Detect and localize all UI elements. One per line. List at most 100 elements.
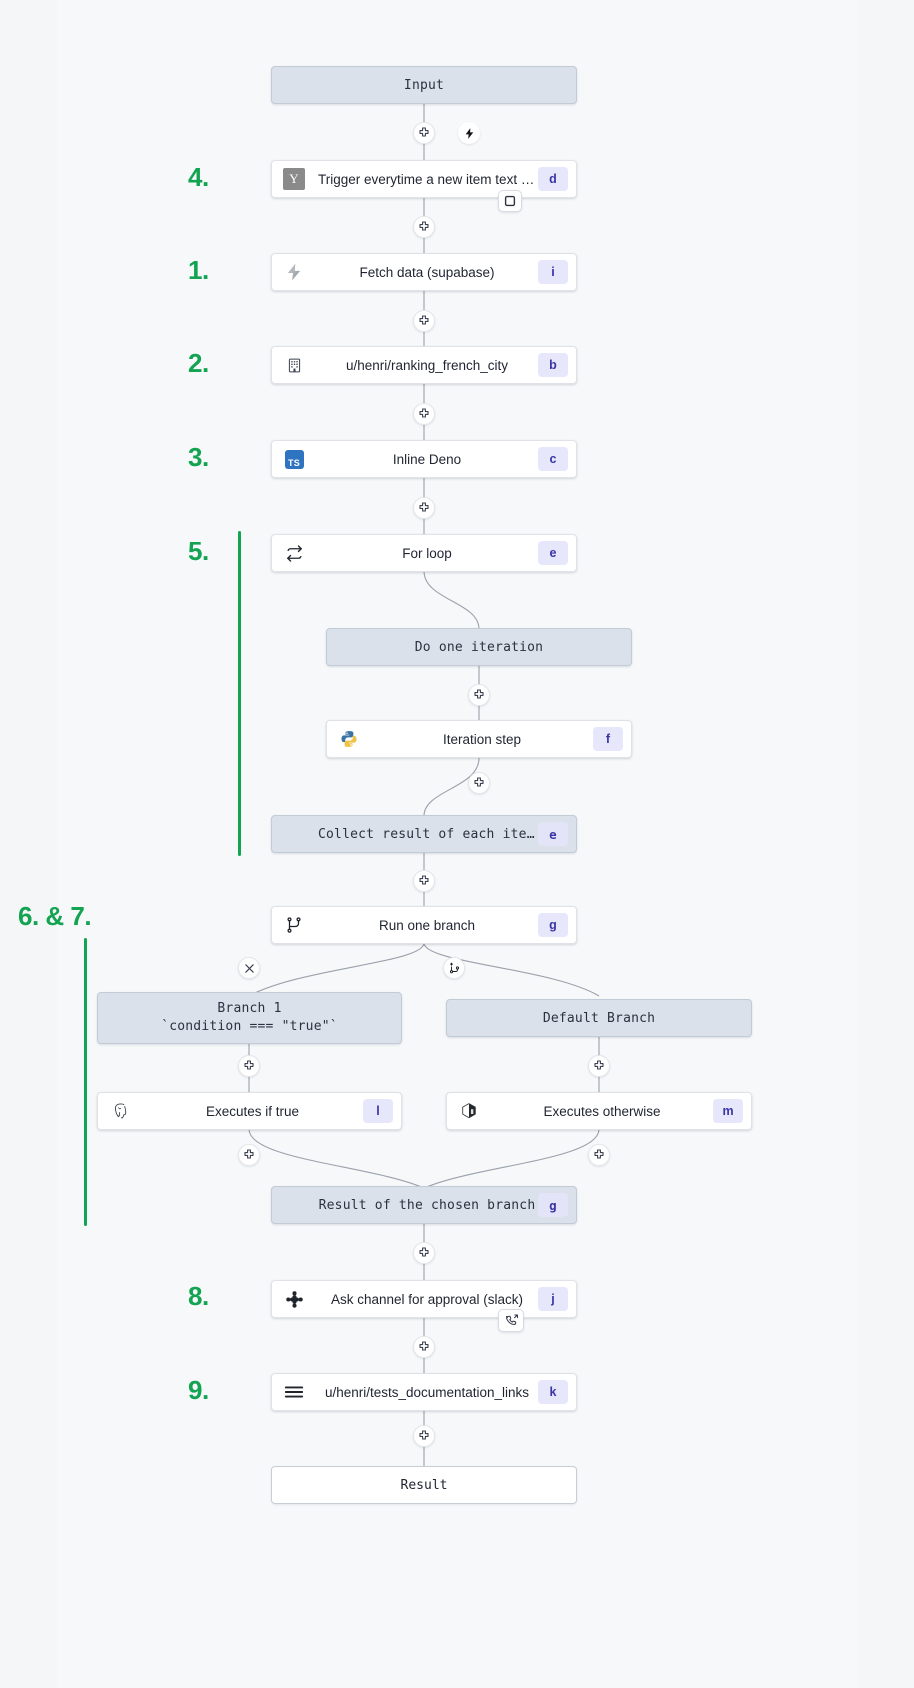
add-step-handle-13[interactable]	[413, 1242, 435, 1264]
node-result[interactable]: Result	[271, 1466, 577, 1504]
node-inline-deno-label: Inline Deno	[392, 451, 462, 467]
node-iteration-step-badge[interactable]: f	[593, 727, 623, 751]
add-step-handle-5[interactable]	[413, 497, 435, 519]
loop-arrows-icon	[272, 544, 316, 563]
node-ranking-french-city-badge[interactable]: b	[538, 353, 568, 377]
add-step-handle-10[interactable]	[588, 1055, 610, 1077]
node-inline-deno[interactable]: TS Inline Deno c	[271, 440, 577, 478]
lightning-bolt-icon	[465, 127, 473, 139]
yaml-icon: Y	[272, 168, 316, 190]
node-default-branch[interactable]: Default Branch	[446, 999, 752, 1037]
node-fetch-data-badge[interactable]: i	[538, 260, 568, 284]
remove-branch-handle[interactable]	[238, 957, 260, 979]
plus-icon	[419, 1430, 429, 1440]
annotation-9: 9.	[188, 1375, 209, 1405]
node-trigger-badge[interactable]: d	[538, 167, 568, 191]
node-executes-otherwise[interactable]: Executes otherwise m	[446, 1092, 752, 1130]
branch-scope-bar	[84, 938, 87, 1226]
plus-icon	[419, 408, 429, 418]
slack-icon	[272, 1290, 316, 1309]
node-chosen-branch-result[interactable]: Result of the chosen branch g	[271, 1186, 577, 1224]
node-tests-documentation-links-label: u/henri/tests_documentation_links	[324, 1384, 530, 1400]
typescript-icon: TS	[272, 449, 316, 469]
node-branch-1[interactable]: Branch 1 `condition === "true"`	[97, 992, 402, 1044]
node-ask-approval[interactable]: Ask channel for approval (slack) j	[271, 1280, 577, 1318]
plus-icon	[474, 777, 484, 787]
incoming-call-icon	[505, 1314, 518, 1325]
add-branch-icon	[449, 962, 459, 973]
hamburger-glyph	[284, 1386, 304, 1398]
add-step-handle-11[interactable]	[238, 1144, 260, 1166]
node-fetch-data-label: Fetch data (supabase)	[359, 264, 495, 280]
postgres-glyph	[115, 1103, 127, 1119]
annotation-6-7: 6. & 7.	[18, 901, 92, 931]
branch-fork-glyph	[287, 917, 301, 933]
annotation-2: 2.	[188, 348, 209, 378]
node-for-loop[interactable]: For loop e	[271, 534, 577, 572]
postgres-elephant-icon	[98, 1102, 142, 1120]
node-collect-result-badge[interactable]: e	[538, 822, 568, 846]
add-step-handle-6[interactable]	[468, 684, 490, 706]
node-run-one-branch-label: Run one branch	[378, 917, 476, 933]
loop-scope-bar	[238, 531, 241, 856]
node-tests-documentation-links-badge[interactable]: k	[538, 1380, 568, 1404]
node-branch-1-title: Branch 1	[217, 1001, 282, 1016]
node-ranking-french-city[interactable]: u/henri/ranking_french_city b	[271, 346, 577, 384]
incoming-call-chip[interactable]	[498, 1309, 524, 1332]
node-tests-documentation-links[interactable]: u/henri/tests_documentation_links k	[271, 1373, 577, 1411]
add-step-handle-12[interactable]	[588, 1144, 610, 1166]
add-step-handle-9[interactable]	[238, 1055, 260, 1077]
node-result-label: Result	[400, 1477, 448, 1493]
annotation-1: 1.	[188, 255, 209, 285]
node-chosen-branch-result-label: Result of the chosen branch	[318, 1197, 536, 1213]
node-run-one-branch-badge[interactable]: g	[538, 913, 568, 937]
add-step-handle-8[interactable]	[413, 870, 435, 892]
node-inline-deno-badge[interactable]: c	[538, 447, 568, 471]
node-executes-otherwise-badge[interactable]: m	[713, 1099, 743, 1123]
plus-icon	[244, 1149, 254, 1159]
node-executes-otherwise-label: Executes otherwise	[543, 1103, 661, 1119]
plus-icon	[419, 1341, 429, 1351]
annotation-8: 8.	[188, 1281, 209, 1311]
plus-icon	[419, 502, 429, 512]
node-input[interactable]: Input	[271, 66, 577, 104]
node-trigger[interactable]: Y Trigger everytime a new item text o… d	[271, 160, 577, 198]
node-chosen-branch-result-badge[interactable]: g	[538, 1193, 568, 1217]
add-step-handle-2[interactable]	[413, 216, 435, 238]
node-collect-result-label: Collect result of each iteration	[318, 826, 538, 842]
trigger-bolt-handle[interactable]	[458, 122, 480, 144]
plus-icon	[244, 1060, 254, 1070]
stop-square-chip[interactable]	[498, 190, 522, 212]
add-step-handle-7[interactable]	[468, 772, 490, 794]
loop-glyph	[286, 544, 302, 562]
plus-icon	[419, 315, 429, 325]
node-do-one-iteration[interactable]: Do one iteration	[326, 628, 632, 666]
stop-square-icon	[504, 195, 516, 207]
node-executes-if-true[interactable]: Executes if true l	[97, 1092, 402, 1130]
add-step-handle-4[interactable]	[413, 403, 435, 425]
node-ask-approval-label: Ask channel for approval (slack)	[330, 1291, 524, 1307]
add-step-handle-1[interactable]	[413, 122, 435, 144]
node-collect-result[interactable]: Collect result of each iteration e	[271, 815, 577, 853]
docker-cube-icon	[447, 1102, 491, 1120]
add-step-handle-3[interactable]	[413, 310, 435, 332]
building-glyph	[288, 358, 300, 372]
add-branch-handle[interactable]	[443, 957, 465, 979]
node-fetch-data[interactable]: Fetch data (supabase) i	[271, 253, 577, 291]
add-step-handle-14[interactable]	[413, 1336, 435, 1358]
plus-icon	[419, 127, 429, 137]
node-executes-if-true-badge[interactable]: l	[363, 1099, 393, 1123]
plus-icon	[594, 1060, 604, 1070]
node-ask-approval-badge[interactable]: j	[538, 1287, 568, 1311]
node-iteration-step[interactable]: Iteration step f	[326, 720, 632, 758]
node-run-one-branch[interactable]: Run one branch g	[271, 906, 577, 944]
add-step-handle-15[interactable]	[413, 1425, 435, 1447]
plus-icon	[594, 1149, 604, 1159]
plus-icon	[419, 1247, 429, 1257]
supabase-lightning-icon	[272, 262, 316, 282]
node-for-loop-badge[interactable]: e	[538, 541, 568, 565]
python-icon	[327, 730, 371, 748]
node-iteration-step-label: Iteration step	[442, 731, 522, 747]
node-branch-1-condition: `condition === "true"`	[161, 1019, 338, 1034]
